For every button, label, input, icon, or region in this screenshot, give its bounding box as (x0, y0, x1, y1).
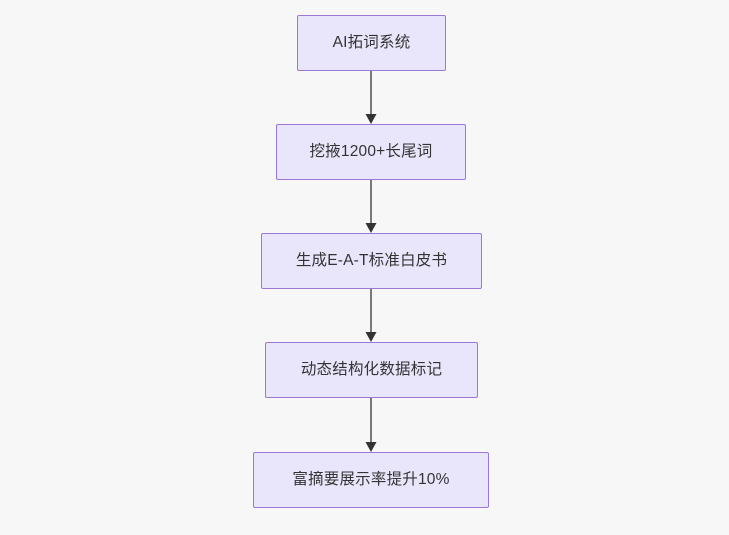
flow-node-label: 富摘要展示率提升10% (292, 471, 450, 489)
flow-node-mine-longtail-keywords[interactable]: 挖掖1200+长尾词 (276, 124, 466, 180)
flow-edge-1-2 (365, 71, 377, 124)
flow-node-ai-keyword-system[interactable]: AI拓词系统 (297, 15, 446, 71)
flow-node-generate-eat-whitepaper[interactable]: 生成E-A-T标准白皮书 (261, 233, 482, 289)
flow-edge-2-3 (365, 180, 377, 233)
flow-node-label: 动态结构化数据标记 (300, 361, 443, 379)
flow-edge-3-4 (365, 289, 377, 342)
flow-node-dynamic-structured-data-markup[interactable]: 动态结构化数据标记 (265, 342, 478, 398)
arrowhead-icon (365, 114, 377, 124)
flow-node-rich-snippet-impression-lift[interactable]: 富摘要展示率提升10% (253, 452, 489, 508)
flow-node-label: AI拓词系统 (332, 34, 411, 52)
arrowhead-icon (365, 442, 377, 452)
arrowhead-icon (365, 223, 377, 233)
flow-node-label: 生成E-A-T标准白皮书 (295, 252, 448, 270)
flow-edge-4-5 (365, 398, 377, 452)
flow-node-label: 挖掖1200+长尾词 (309, 143, 433, 161)
arrowhead-icon (365, 332, 377, 342)
